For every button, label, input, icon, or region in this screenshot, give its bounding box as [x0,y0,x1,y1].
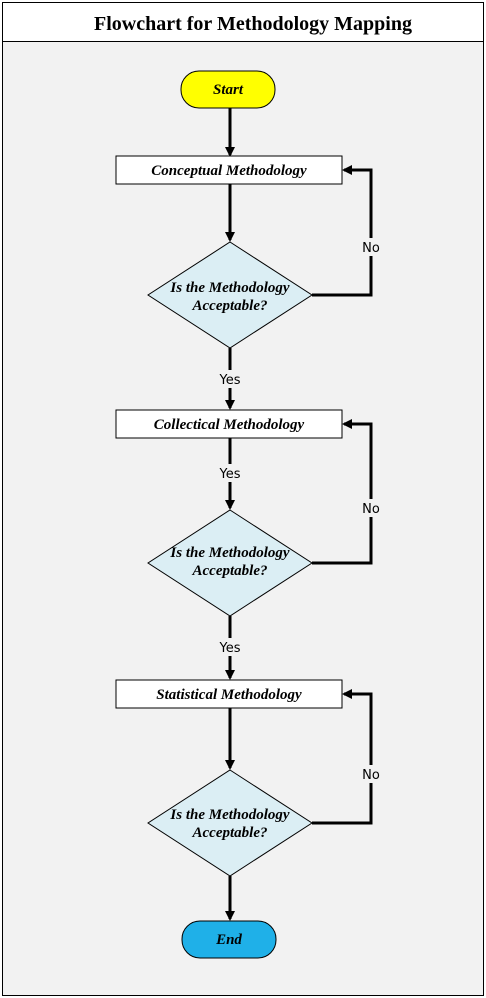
title-bar [2,2,484,42]
decision1-label-line1: Is the Methodology [169,280,290,296]
yes-collectical-label-bg [214,464,246,482]
yes2-label: Yes [219,641,241,656]
no3-label: No [362,768,380,783]
no1-label-bg [358,238,384,256]
collectical-label: Collectical Methodology [154,417,305,433]
diagram-title: Flowchart for Methodology Mapping [94,13,412,35]
statistical-label: Statistical Methodology [156,687,302,703]
conceptual-process [115,155,343,185]
start-node [180,70,276,109]
edge-no3-loop [312,689,373,825]
yes1-label: Yes [219,373,241,388]
decision3-label-line1: Is the Methodology [169,807,290,823]
no1-label: No [362,241,380,256]
edge-no2-loop [312,419,373,565]
decision2-label-line1: Is the Methodology [169,545,290,561]
yes2-label-bg [214,638,246,656]
no3-label-bg [358,765,384,783]
no2-label-bg [358,499,384,517]
yes1-label-bg [214,370,246,388]
no2-label: No [362,502,380,517]
end-node [181,920,277,959]
conceptual-label: Conceptual Methodology [151,163,307,179]
edge-no1-loop [312,165,373,297]
decision3-label-line2: Acceptable? [192,825,268,841]
decision1-label-line2: Acceptable? [192,298,268,314]
yes-collectical-label: Yes [219,467,241,482]
decision2-label-line2: Acceptable? [192,563,268,579]
start-label: Start [213,82,244,98]
end-label: End [215,932,242,948]
